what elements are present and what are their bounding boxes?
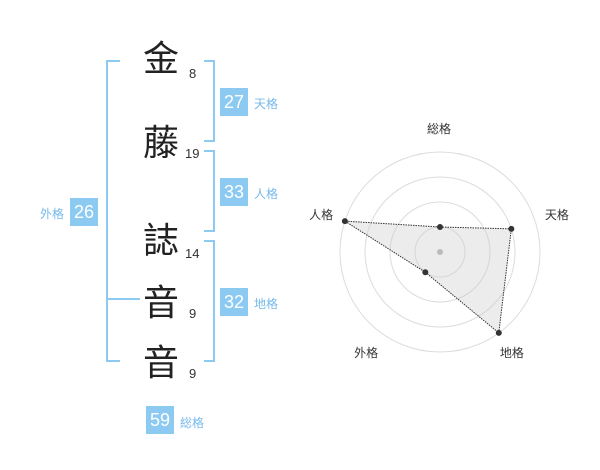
soukaku-label: 総格 — [180, 416, 205, 430]
radar-grid-ring — [339, 151, 541, 353]
stroke-count-4: 9 — [189, 306, 197, 321]
name-char-1: 金 — [142, 39, 179, 80]
radar-axis-label-5: 人格 — [309, 207, 334, 222]
radar-center-dot — [437, 249, 443, 255]
radar-grid-ring — [364, 176, 516, 328]
radar-grid-ring — [389, 201, 491, 303]
tenkaku-bracket — [204, 60, 215, 142]
jinkaku-value-badge: 33 — [220, 178, 248, 206]
gaikaku-label: 外格 — [40, 207, 65, 221]
gaikaku-bracket — [106, 60, 120, 362]
chikaku-bracket — [204, 240, 215, 362]
name-char-3: 誌 — [142, 221, 179, 262]
radar-point-5 — [341, 218, 348, 225]
stroke-count-1: 8 — [189, 66, 197, 81]
jinkaku-bracket — [204, 150, 215, 232]
radar-axis-label-1: 総格 — [427, 122, 452, 136]
jinkaku-label: 人格 — [254, 187, 279, 201]
name-char-2: 藤 — [142, 123, 179, 164]
radar-axis-label-3: 地格 — [499, 346, 524, 361]
radar-axis-label-2: 天格 — [544, 207, 569, 222]
radar-axis-label-4: 外格 — [354, 346, 379, 361]
chikaku-label: 地格 — [254, 297, 279, 311]
radar-series-polygon — [344, 220, 512, 334]
radar-point-2 — [508, 225, 515, 232]
chikaku-value-badge: 32 — [220, 288, 248, 316]
stroke-count-5: 9 — [189, 366, 197, 381]
gaikaku-bracket-tick — [106, 298, 140, 300]
radar-point-4 — [422, 269, 429, 276]
name-char-4: 音 — [142, 283, 179, 324]
radar-point-1 — [437, 224, 443, 230]
tenkaku-label: 天格 — [254, 97, 279, 111]
tenkaku-value-badge: 27 — [220, 88, 248, 116]
stroke-count-3: 14 — [185, 246, 200, 261]
gaikaku-value-badge: 26 — [70, 198, 98, 226]
name-char-5: 音 — [142, 343, 179, 384]
soukaku-value-badge: 59 — [146, 406, 174, 434]
radar-point-3 — [495, 329, 502, 336]
stroke-count-2: 19 — [185, 146, 200, 161]
